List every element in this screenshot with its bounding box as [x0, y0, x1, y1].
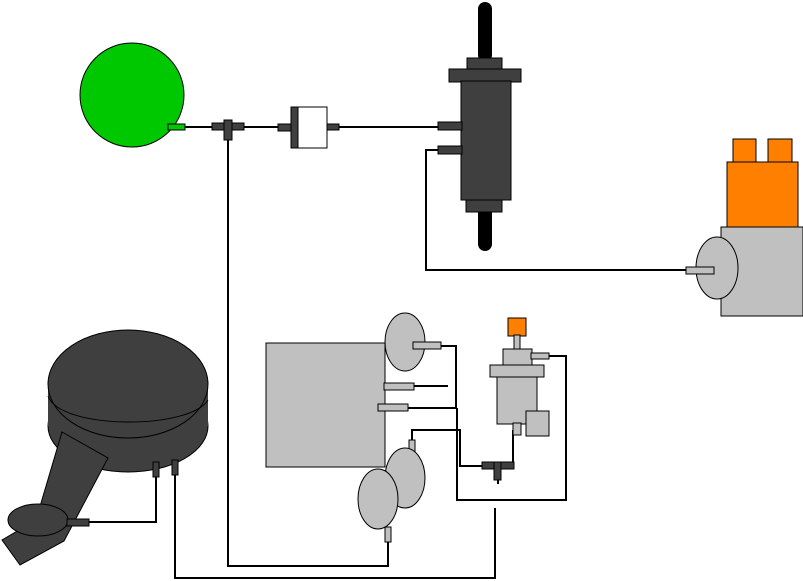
diaphragm-upper-port	[412, 341, 442, 350]
carb-port-lower	[377, 403, 409, 412]
tee-fitting-top	[211, 119, 245, 141]
actuator-port-upper	[437, 121, 463, 131]
distributor-terminal-right	[767, 138, 793, 165]
line-bottom-loop	[174, 470, 496, 579]
distributor-cap	[726, 161, 799, 228]
actuator-body	[460, 80, 512, 201]
solenoid-bracket	[525, 410, 550, 437]
air-cleaner-nipple-2	[171, 459, 179, 476]
actuator-port-lower	[437, 145, 463, 155]
filter-cap	[290, 106, 299, 149]
solenoid-collar	[489, 364, 545, 378]
line-right-loop	[456, 355, 567, 501]
actuator-rod-top	[478, 2, 492, 62]
carburetor	[265, 342, 415, 468]
air-cleaner	[1, 329, 209, 566]
actuator-collar-bottom	[465, 199, 503, 213]
vacuum-solenoid	[489, 317, 550, 437]
reservoir-nipple	[167, 123, 186, 131]
actuator-collar-top	[466, 57, 503, 71]
snorkel-diaphragm	[7, 503, 69, 537]
green-ball-icon	[79, 42, 185, 148]
line-tee-trunk	[227, 134, 389, 567]
solenoid-port-bottom	[512, 422, 522, 436]
line-diaphragm-upper	[408, 345, 457, 409]
solenoid-cap	[502, 348, 533, 366]
brake-booster-actuator	[437, 2, 522, 251]
air-cleaner-nipple-1	[152, 461, 160, 478]
carburetor-body	[265, 342, 386, 468]
filter-inlet	[277, 123, 293, 132]
diaphragm-lower-port	[384, 526, 392, 543]
distributor	[685, 138, 803, 317]
tee-fitting-bottom	[481, 461, 515, 481]
snorkel-port	[66, 518, 90, 527]
carb-port-upper	[383, 382, 415, 391]
inline-filter	[277, 106, 340, 149]
air-cleaner-snorkel	[1, 431, 109, 566]
air-cleaner-rim	[47, 395, 209, 423]
solenoid-port-top	[530, 352, 550, 360]
filter-outlet	[326, 123, 340, 131]
air-cleaner-lid	[47, 329, 209, 439]
vacuum-diaphragms	[357, 312, 442, 543]
actuator-flange	[448, 68, 522, 83]
distributor-terminal-left	[732, 138, 757, 165]
line-aircleaner-nozzle	[88, 474, 157, 523]
line-actuator-to-distributor	[425, 149, 690, 271]
distributor-vacuum-port	[685, 266, 715, 275]
diaphragm-lower	[357, 468, 399, 530]
solenoid-stem	[513, 334, 521, 351]
filter-body	[297, 106, 328, 149]
vacuum-reservoir	[79, 42, 186, 148]
line-diaphragm-middle	[411, 429, 484, 467]
solenoid-connector	[507, 317, 527, 337]
